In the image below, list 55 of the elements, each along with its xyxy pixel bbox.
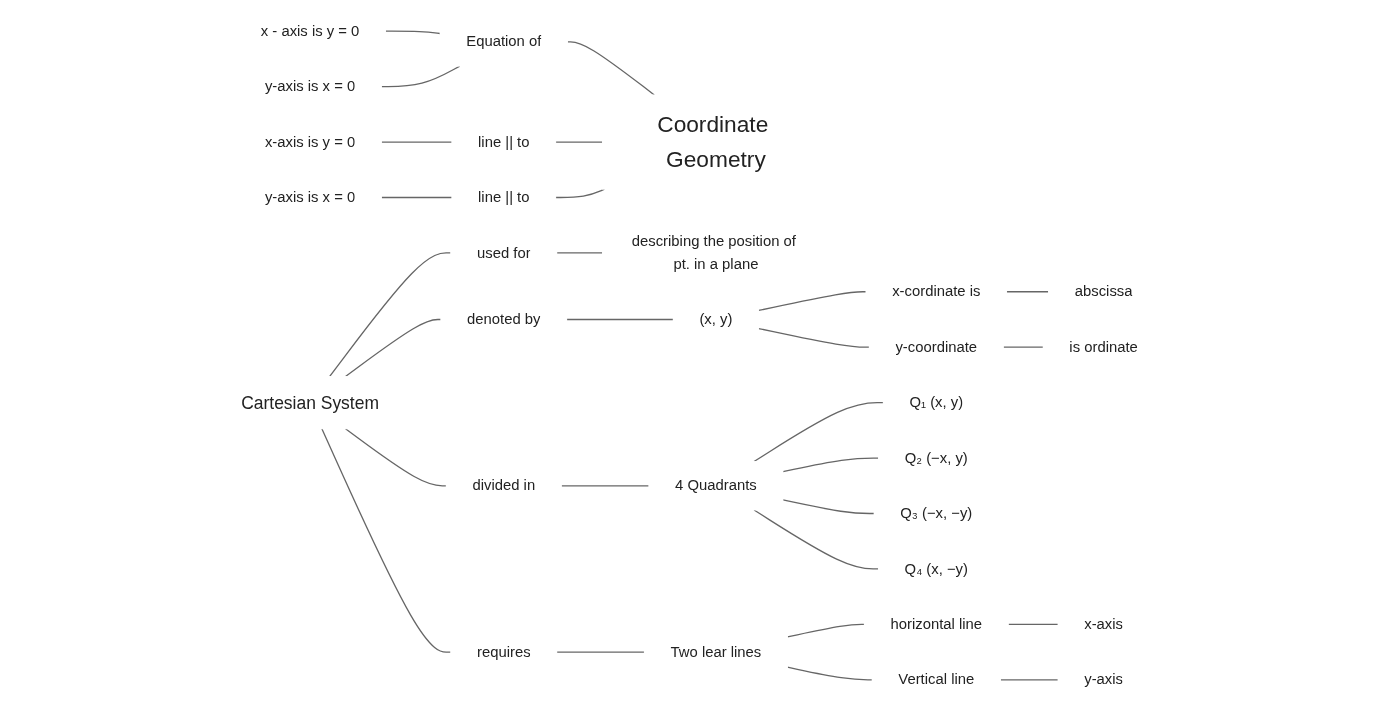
- connector: [757, 327, 870, 348]
- connector: [344, 428, 447, 487]
- connector: [782, 499, 875, 515]
- node-text: y-axis is x = 0: [264, 188, 356, 206]
- node-text: 4 Quadrants: [675, 477, 757, 494]
- connector: [753, 402, 884, 463]
- node-text: is ordinate: [1069, 338, 1138, 356]
- node-text: Q₁ (x, y): [909, 394, 964, 411]
- node-text: Q₃ (−x, −y): [900, 504, 973, 522]
- node-text: Two lear lines: [670, 643, 762, 661]
- node-text: Q₂ (−x, y): [904, 449, 968, 467]
- connector: [380, 65, 461, 88]
- node-text: y-coordinate: [895, 338, 978, 356]
- connector: [560, 485, 650, 487]
- connector: [555, 141, 604, 143]
- connector: [1002, 346, 1044, 348]
- node-text: Equation of: [466, 33, 542, 50]
- connector: [782, 457, 880, 473]
- connector: [753, 509, 880, 570]
- node-text: line || to: [478, 133, 530, 151]
- node-text: used for: [476, 244, 531, 262]
- connector: [329, 252, 452, 378]
- connector: [556, 651, 645, 653]
- node-text: describing the position of pt. in a plane: [631, 233, 796, 273]
- node-text: divided in: [472, 477, 536, 494]
- node-text: Q₄ (x, −y): [904, 560, 968, 578]
- node-text: x-axis: [1084, 615, 1123, 633]
- connector: [1007, 623, 1059, 625]
- node-text: horizontal line: [890, 615, 983, 633]
- node-text: y-axis is x = 0: [264, 78, 356, 95]
- connector: [380, 196, 453, 199]
- node-text: abscissa: [1074, 283, 1133, 300]
- connector: [321, 428, 452, 653]
- node-text: requires: [476, 643, 531, 661]
- node-text: (x, y): [699, 310, 733, 328]
- connector: [786, 623, 865, 638]
- connector: [757, 291, 867, 312]
- node-text: Cartesian System: [241, 393, 379, 413]
- connector: [999, 679, 1059, 681]
- connector: [566, 41, 655, 96]
- node-text: x-cordinate is: [892, 283, 981, 300]
- node-text: x-axis is y = 0: [264, 133, 356, 151]
- node-text: denoted by: [467, 310, 541, 328]
- node-text: Coordinate Geometry: [657, 111, 769, 172]
- connector: [384, 30, 441, 35]
- node-text: line || to: [478, 188, 530, 206]
- connector: [344, 318, 442, 378]
- connector: [380, 141, 453, 143]
- node-text: x - axis is y = 0: [260, 22, 360, 40]
- node-text: y-axis: [1084, 671, 1123, 688]
- connector: [1005, 291, 1050, 293]
- node-text: Vertical line: [898, 671, 975, 688]
- connector: [566, 318, 674, 321]
- connector: [786, 666, 873, 681]
- connector: [556, 252, 604, 254]
